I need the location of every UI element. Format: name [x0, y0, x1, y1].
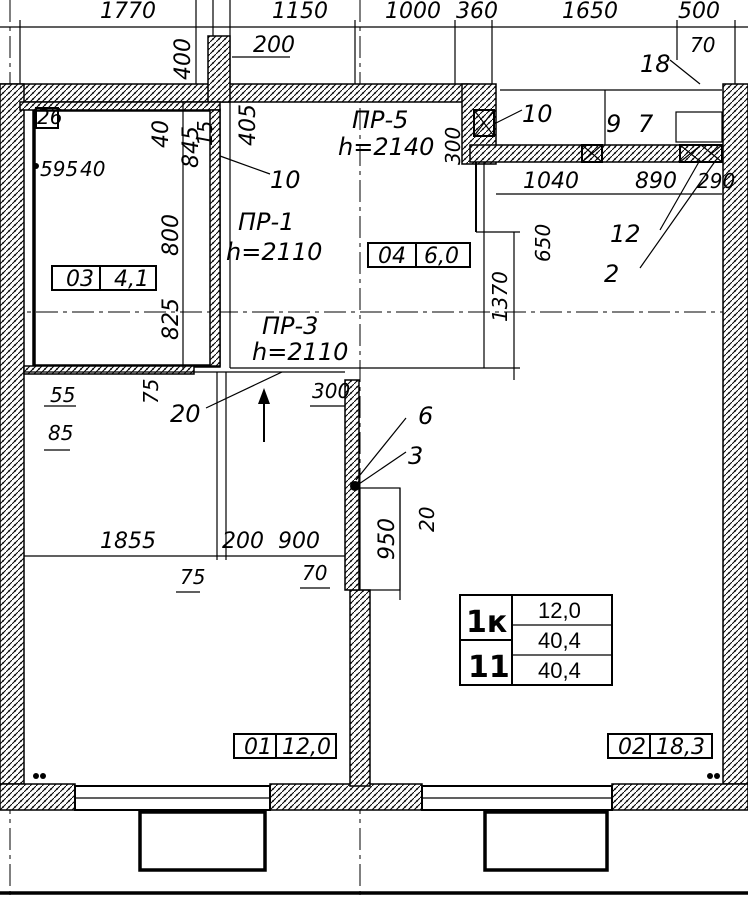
dim-left-800: 800 [159, 214, 184, 256]
room-tag-01: 01 12,0 [233, 733, 337, 760]
dim-15: 15 [193, 121, 217, 146]
dim-650: 650 [531, 224, 555, 262]
dim-55: 55 [50, 383, 75, 407]
dim-left-825: 825 [159, 298, 184, 340]
callouts: 18 10 9 7 10 12 2 20 6 3 [170, 50, 717, 491]
wall-marks [33, 163, 720, 779]
dim-top-5: 1650 [562, 0, 618, 24]
callout-7: 7 [638, 110, 654, 138]
opening-pr3-id: ПР-3 [262, 312, 318, 340]
opening-labels: ПР-5 h=2140 ПР-1 h=2110 ПР-3 h=2110 [226, 106, 434, 366]
dim-top-inner-3: 70 [690, 33, 715, 57]
dim-top-3: 1000 [385, 0, 441, 24]
apartment-summary-table: 1к 11 12,0 40,4 40,4 [459, 594, 613, 686]
callout-10-top: 10 [522, 100, 553, 128]
windows [0, 785, 748, 895]
apartment-number: 11 [468, 650, 510, 685]
callout-12: 12 [610, 220, 641, 248]
callout-3: 3 [408, 442, 423, 470]
room-02-num: 02 [618, 735, 646, 760]
dim-890: 890 [635, 169, 677, 194]
dim-405: 405 [236, 104, 261, 146]
dim-20-mid: 20 [415, 507, 439, 532]
dim-85: 85 [48, 421, 73, 445]
dim-300-mid: 300 [312, 379, 350, 403]
dim-70-bottom: 70 [302, 561, 327, 585]
dim-top-4: 360 [456, 0, 498, 24]
room-04-num: 04 [378, 244, 406, 269]
dim-1040: 1040 [523, 169, 579, 194]
dim-left-845: 845 [179, 126, 204, 168]
room-01-num: 01 [244, 735, 272, 760]
dim-top-6: 500 [678, 0, 720, 24]
dim-26: 26 [37, 105, 62, 129]
callout-6: 6 [418, 402, 433, 430]
room-tag-04: 04 6,0 [367, 242, 471, 269]
dim-top-inner-1: 200 [253, 33, 295, 58]
dim-1370: 1370 [488, 271, 512, 322]
dim-950: 950 [375, 518, 400, 560]
area-with-balcony: 40,4 [538, 658, 581, 683]
room-02-area: 18,3 [656, 735, 705, 760]
apartment-type: 1к [466, 605, 507, 640]
dim-200-bottom: 200 [222, 529, 264, 554]
opening-pr1-height: h=2110 [226, 238, 322, 266]
top-dimension-chain: 1770 1150 1000 360 1650 500 200 400 70 [0, 0, 748, 90]
room-03-num: 03 [66, 267, 94, 292]
dim-75-bottom: 75 [180, 565, 205, 589]
partitions [24, 89, 723, 591]
dim-40-small: 40 [80, 157, 105, 181]
dim-595: 595 [40, 157, 78, 181]
opening-pr1-id: ПР-1 [238, 208, 294, 236]
callout-20: 20 [170, 400, 201, 428]
dim-left-40: 40 [149, 120, 174, 148]
room-01-area: 12,0 [282, 735, 331, 760]
total-area: 40,4 [538, 628, 581, 653]
opening-pr5-id: ПР-5 [352, 106, 408, 134]
room-tags: 03 4,1 04 6,0 01 12,0 02 18,3 [51, 242, 713, 760]
callout-18: 18 [640, 50, 671, 78]
room-tag-02: 02 18,3 [607, 733, 713, 760]
opening-pr3-height: h=2110 [252, 338, 348, 366]
dim-290: 290 [697, 169, 735, 193]
room-03-area: 4,1 [114, 267, 149, 292]
dim-1855: 1855 [100, 529, 156, 554]
callout-9: 9 [606, 110, 621, 138]
dim-left-75: 75 [139, 379, 163, 404]
opening-pr5-height: h=2140 [338, 133, 434, 161]
entry-arrow-icon [258, 388, 270, 442]
room-tag-03: 03 4,1 [51, 265, 157, 292]
dim-top-inner-2: 400 [171, 38, 196, 80]
interior-dimensions: 40 845 800 825 75 15 405 300 1040 890 29… [37, 102, 735, 600]
callout-2: 2 [604, 260, 619, 288]
dim-top-1: 1770 [100, 0, 156, 24]
dim-top-2: 1150 [272, 0, 328, 24]
room-04-area: 6,0 [424, 244, 459, 269]
living-area: 12,0 [538, 598, 581, 623]
dim-900: 900 [278, 529, 320, 554]
dim-300-top: 300 [441, 127, 465, 165]
callout-10-left: 10 [270, 166, 301, 194]
